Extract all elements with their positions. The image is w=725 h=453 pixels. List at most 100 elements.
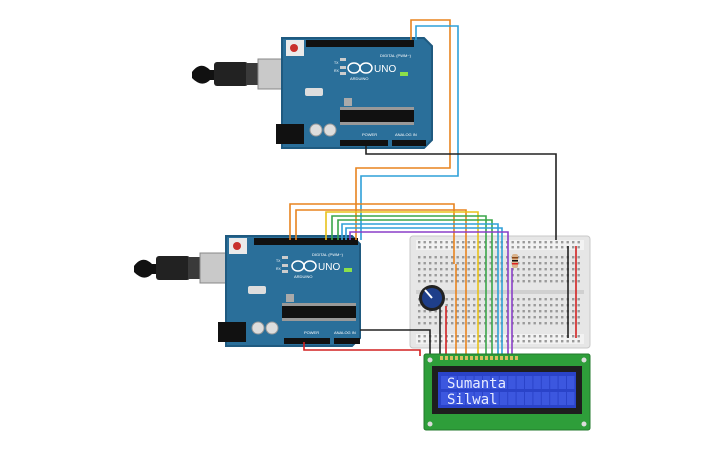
breadboard-hole[interactable] bbox=[495, 262, 498, 265]
breadboard-hole[interactable] bbox=[539, 340, 542, 343]
reset-button[interactable] bbox=[290, 44, 298, 52]
breadboard-hole[interactable] bbox=[550, 316, 553, 319]
breadboard-hole[interactable] bbox=[522, 298, 525, 301]
breadboard-hole[interactable] bbox=[555, 322, 558, 325]
breadboard-hole[interactable] bbox=[462, 335, 465, 338]
breadboard-hole[interactable] bbox=[418, 280, 421, 283]
breadboard-hole[interactable] bbox=[522, 268, 525, 271]
lcd-pin[interactable] bbox=[480, 356, 483, 360]
breadboard-hole[interactable] bbox=[544, 246, 547, 249]
breadboard-hole[interactable] bbox=[451, 262, 454, 265]
breadboard-hole[interactable] bbox=[555, 298, 558, 301]
breadboard-hole[interactable] bbox=[561, 304, 564, 307]
breadboard-hole[interactable] bbox=[528, 316, 531, 319]
breadboard-hole[interactable] bbox=[528, 274, 531, 277]
breadboard-hole[interactable] bbox=[544, 280, 547, 283]
breadboard-hole[interactable] bbox=[478, 280, 481, 283]
wire-black[interactable] bbox=[360, 329, 431, 356]
breadboard-hole[interactable] bbox=[495, 274, 498, 277]
breadboard-hole[interactable] bbox=[467, 335, 470, 338]
breadboard-hole[interactable] bbox=[429, 262, 432, 265]
lcd-pin[interactable] bbox=[455, 356, 458, 360]
breadboard-hole[interactable] bbox=[495, 268, 498, 271]
breadboard-hole[interactable] bbox=[418, 262, 421, 265]
breadboard-hole[interactable] bbox=[423, 274, 426, 277]
breadboard-hole[interactable] bbox=[555, 262, 558, 265]
breadboard-hole[interactable] bbox=[566, 340, 569, 343]
breadboard-hole[interactable] bbox=[517, 280, 520, 283]
breadboard-hole[interactable] bbox=[489, 274, 492, 277]
breadboard-hole[interactable] bbox=[451, 304, 454, 307]
breadboard-hole[interactable] bbox=[495, 340, 498, 343]
breadboard-hole[interactable] bbox=[478, 246, 481, 249]
breadboard-hole[interactable] bbox=[495, 298, 498, 301]
breadboard-hole[interactable] bbox=[434, 340, 437, 343]
breadboard-hole[interactable] bbox=[462, 241, 465, 244]
breadboard-hole[interactable] bbox=[544, 268, 547, 271]
breadboard-hole[interactable] bbox=[456, 280, 459, 283]
breadboard-hole[interactable] bbox=[539, 316, 542, 319]
breadboard-hole[interactable] bbox=[539, 310, 542, 313]
breadboard-hole[interactable] bbox=[522, 340, 525, 343]
breadboard-hole[interactable] bbox=[429, 280, 432, 283]
breadboard-hole[interactable] bbox=[522, 241, 525, 244]
breadboard-hole[interactable] bbox=[478, 298, 481, 301]
breadboard-hole[interactable] bbox=[572, 256, 575, 259]
breadboard[interactable] bbox=[409, 235, 591, 349]
breadboard-hole[interactable] bbox=[423, 280, 426, 283]
breadboard-hole[interactable] bbox=[522, 262, 525, 265]
breadboard-hole[interactable] bbox=[456, 262, 459, 265]
breadboard-hole[interactable] bbox=[533, 262, 536, 265]
breadboard-hole[interactable] bbox=[456, 298, 459, 301]
breadboard-hole[interactable] bbox=[440, 340, 443, 343]
breadboard-hole[interactable] bbox=[473, 241, 476, 244]
breadboard-hole[interactable] bbox=[533, 310, 536, 313]
breadboard-hole[interactable] bbox=[418, 316, 421, 319]
breadboard-hole[interactable] bbox=[434, 246, 437, 249]
breadboard-hole[interactable] bbox=[489, 268, 492, 271]
breadboard-hole[interactable] bbox=[478, 340, 481, 343]
breadboard-hole[interactable] bbox=[473, 280, 476, 283]
breadboard-hole[interactable] bbox=[489, 304, 492, 307]
breadboard-hole[interactable] bbox=[429, 322, 432, 325]
resistor-icon[interactable] bbox=[512, 254, 518, 268]
breadboard-hole[interactable] bbox=[550, 280, 553, 283]
breadboard-hole[interactable] bbox=[517, 322, 520, 325]
breadboard-hole[interactable] bbox=[473, 335, 476, 338]
breadboard-hole[interactable] bbox=[577, 274, 580, 277]
lcd-pin[interactable] bbox=[440, 356, 443, 360]
breadboard-hole[interactable] bbox=[555, 246, 558, 249]
breadboard-hole[interactable] bbox=[440, 316, 443, 319]
breadboard-hole[interactable] bbox=[489, 280, 492, 283]
breadboard-hole[interactable] bbox=[456, 274, 459, 277]
breadboard-hole[interactable] bbox=[462, 316, 465, 319]
breadboard-hole[interactable] bbox=[473, 322, 476, 325]
breadboard-hole[interactable] bbox=[522, 280, 525, 283]
breadboard-hole[interactable] bbox=[533, 274, 536, 277]
breadboard-hole[interactable] bbox=[418, 340, 421, 343]
breadboard-hole[interactable] bbox=[517, 310, 520, 313]
breadboard-hole[interactable] bbox=[445, 304, 448, 307]
usb-plug-icon[interactable] bbox=[134, 252, 229, 284]
reset-button[interactable] bbox=[233, 242, 241, 250]
breadboard-hole[interactable] bbox=[550, 262, 553, 265]
lcd-display[interactable]: Sumanta Silwal bbox=[423, 353, 591, 431]
breadboard-hole[interactable] bbox=[539, 304, 542, 307]
breadboard-hole[interactable] bbox=[478, 262, 481, 265]
breadboard-hole[interactable] bbox=[517, 262, 520, 265]
breadboard-hole[interactable] bbox=[451, 316, 454, 319]
breadboard-hole[interactable] bbox=[572, 340, 575, 343]
breadboard-hole[interactable] bbox=[550, 340, 553, 343]
breadboard-hole[interactable] bbox=[522, 316, 525, 319]
breadboard-hole[interactable] bbox=[456, 304, 459, 307]
breadboard-hole[interactable] bbox=[577, 316, 580, 319]
lcd-pin[interactable] bbox=[470, 356, 473, 360]
breadboard-hole[interactable] bbox=[561, 268, 564, 271]
breadboard-hole[interactable] bbox=[451, 310, 454, 313]
breadboard-hole[interactable] bbox=[440, 274, 443, 277]
wire-orange[interactable] bbox=[289, 203, 455, 264]
breadboard-hole[interactable] bbox=[423, 340, 426, 343]
breadboard-hole[interactable] bbox=[440, 241, 443, 244]
breadboard-hole[interactable] bbox=[577, 246, 580, 249]
breadboard-hole[interactable] bbox=[539, 241, 542, 244]
